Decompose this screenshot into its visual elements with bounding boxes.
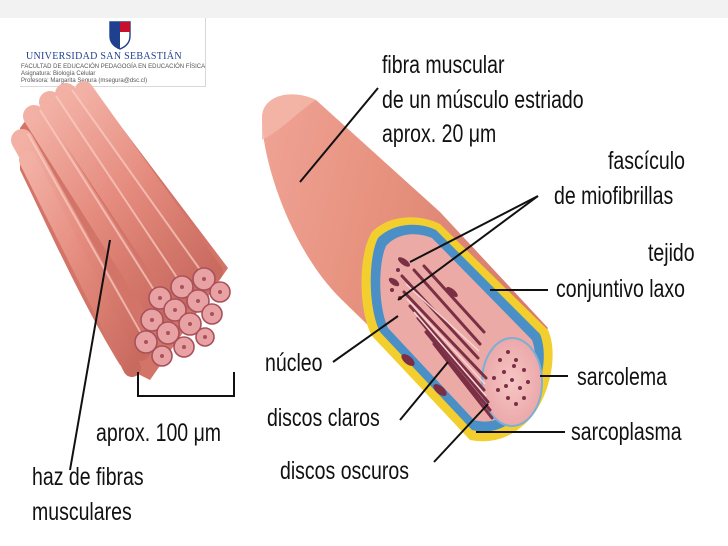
label-tejido-line1: tejido (648, 239, 695, 267)
label-fibra-muscular-line3: aprox. 20 μm (382, 120, 497, 148)
measurement-bracket-100um (137, 372, 235, 397)
leader-lines (69, 87, 568, 471)
label-discos-oscuros: discos oscuros (280, 457, 409, 485)
top-band (0, 0, 728, 18)
label-tejido-line2: conjuntivo laxo (556, 275, 686, 303)
professor-text: Profesora: Margarita Segura (msegura@dsc… (21, 78, 148, 84)
single-muscle-fiber (262, 94, 553, 442)
label-fibra-muscular-line2: de un músculo estriado (382, 86, 584, 114)
university-name: UNIVERSIDAD SAN SEBASTIÁN (26, 51, 182, 62)
course-text: Asignatura: Biología Celular (21, 71, 96, 77)
label-fasciculo-line2: de miofibrillas (554, 182, 674, 210)
fiber-bundle (11, 81, 231, 380)
label-sarcoplasma: sarcoplasma (571, 418, 682, 446)
label-aprox-100um: aprox. 100 μm (96, 419, 222, 447)
institution-header: UNIVERSIDAD SAN SEBASTIÁN FACULTAD DE ED… (20, 18, 206, 87)
label-haz-line1: haz de fibras (32, 463, 144, 491)
label-haz-line2: musculares (32, 498, 132, 526)
label-discos-claros: discos claros (267, 404, 380, 432)
label-fibra-muscular-line1: fibra muscular (382, 51, 505, 79)
label-sarcolema: sarcolema (577, 363, 667, 391)
label-fasciculo-line1: fascículo (608, 147, 685, 175)
university-shield-logo (109, 21, 131, 50)
faculty-text: FACULTAD DE EDUCACIÓN PEDAGOGÍA EN EDUCA… (21, 64, 206, 70)
label-nucleo: núcleo (265, 349, 323, 377)
